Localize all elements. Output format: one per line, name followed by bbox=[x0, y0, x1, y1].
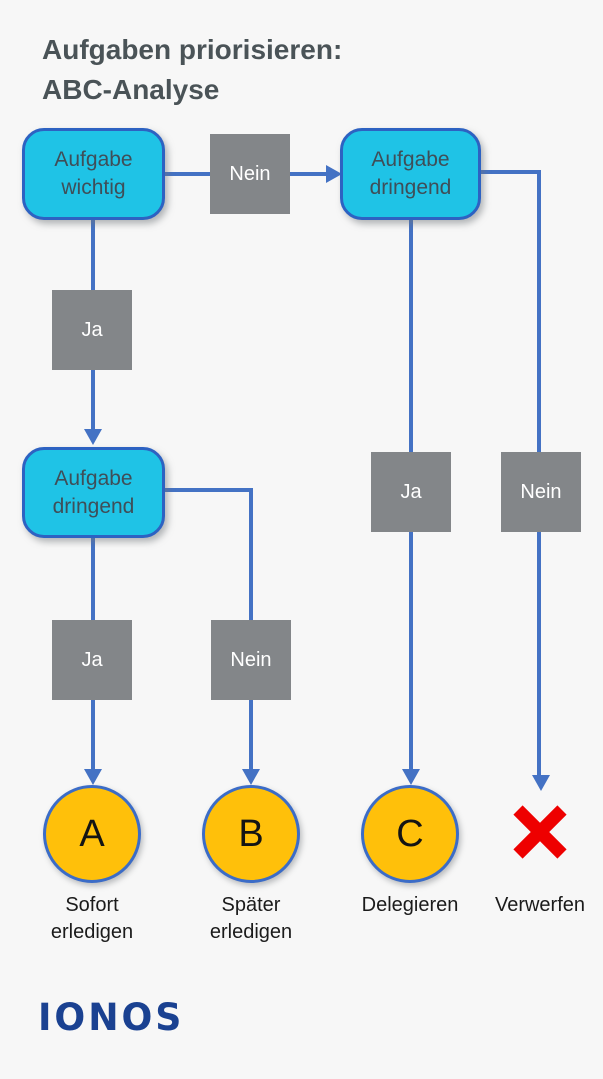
decision-node-label: Aufgabe dringend bbox=[369, 148, 452, 199]
outcome-letter: A bbox=[79, 812, 105, 855]
outcome-circle-a: A bbox=[43, 785, 141, 883]
connector-label-urgent-top-no: Nein bbox=[501, 452, 581, 532]
connector-label-urgent-top-yes: Ja bbox=[371, 452, 451, 532]
decision-node-label: Aufgabe dringend bbox=[52, 466, 135, 518]
flow-line-urgent-left-right-branch bbox=[165, 488, 253, 492]
outcome-circle-c: C bbox=[361, 785, 459, 883]
page-title-line1: Aufgaben priorisieren: bbox=[42, 34, 343, 65]
outcome-label-spaeter-erledigen: Später erledigen bbox=[209, 894, 293, 943]
arrow-down-icon bbox=[402, 769, 420, 785]
outcome-circle-b: B bbox=[202, 785, 300, 883]
connector-label-text: Nein bbox=[229, 162, 271, 185]
connector-label-text: Ja bbox=[81, 648, 103, 671]
arrow-right-icon bbox=[326, 165, 342, 183]
outcome-letter: C bbox=[396, 812, 424, 855]
connector-label-urgent-left-yes: Ja bbox=[52, 620, 132, 700]
arrow-down-icon bbox=[84, 429, 102, 445]
arrow-down-icon bbox=[242, 769, 260, 785]
outcome-letter: B bbox=[238, 812, 264, 855]
connector-label-urgent-left-no: Nein bbox=[211, 620, 291, 700]
reject-x-icon bbox=[512, 804, 568, 865]
decision-node-task-urgent-left: Aufgabe dringend bbox=[22, 447, 165, 538]
connector-label-important-yes: Ja bbox=[52, 290, 132, 370]
decision-node-task-important: Aufgabe wichtig bbox=[22, 128, 165, 220]
ionos-logo: IONOS bbox=[38, 996, 185, 1039]
flow-line-urgent-top-right-branch bbox=[481, 170, 541, 174]
page-title-line2: ABC-Analyse bbox=[42, 74, 220, 105]
outcome-label-sofort-erledigen: Sofort erledigen bbox=[50, 894, 134, 943]
page-title: Aufgaben priorisieren: ABC-Analyse bbox=[42, 30, 342, 110]
connector-label-text: Ja bbox=[400, 480, 422, 503]
outcome-label-delegieren: Delegieren bbox=[361, 894, 459, 916]
connector-label-text: Ja bbox=[81, 318, 103, 341]
decision-node-task-urgent-top: Aufgabe dringend bbox=[340, 128, 481, 220]
connector-label-text: Nein bbox=[520, 480, 562, 503]
connector-label-text: Nein bbox=[230, 648, 272, 671]
outcome-label-verwerfen: Verwerfen bbox=[494, 894, 586, 916]
decision-node-label: Aufgabe wichtig bbox=[54, 148, 133, 199]
arrow-down-icon bbox=[532, 775, 550, 791]
connector-label-important-no: Nein bbox=[210, 134, 290, 214]
arrow-down-icon bbox=[84, 769, 102, 785]
